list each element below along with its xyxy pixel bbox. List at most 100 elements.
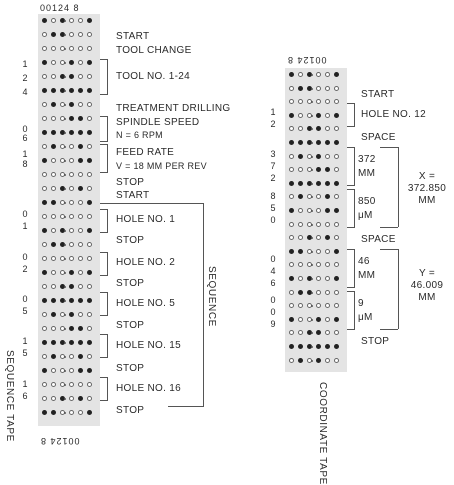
tape-hole [51,116,56,121]
tape-hole [42,172,47,177]
side-digit: 2 [270,119,276,129]
tape-hole [87,312,92,317]
tape-hole [316,112,321,118]
side-digit: 5 [22,306,28,316]
side-digit: 5 [22,348,28,358]
x-group-bracket-bot [380,227,398,228]
sprocket-hole [311,278,313,280]
tape-hole [60,298,65,303]
x-um-value: 850 [358,196,376,207]
tape-hole [42,32,47,37]
label-spindle-value: N = 6 RPM [116,130,163,140]
sprocket-hole [311,359,313,362]
label-start-2: START [116,190,150,201]
tape-hole [69,410,74,415]
tape-hole [87,298,92,303]
tape-hole [298,289,303,295]
sprocket-hole [64,328,66,330]
tape-hole [316,316,321,322]
sprocket-hole [311,264,313,267]
tape-hole [316,344,321,349]
tape-hole [51,368,56,373]
tape-hole [42,382,47,387]
tape-hole [316,276,321,281]
tape-hole [69,298,74,303]
tape-hole [316,289,321,295]
tape-hole [325,289,330,295]
bracket-hole-12 [347,103,355,127]
tape-hole [325,303,330,309]
tape-hole [69,144,74,149]
tape-hole [78,200,83,205]
tape-hole [298,112,303,118]
tape-hole [87,242,92,247]
tape-hole [78,158,83,163]
x-mm-value: 372 [358,154,376,165]
tape-hole [51,396,56,401]
coordinate-tape-label: COORDINATE TAPE [317,382,328,485]
sprocket-hole [64,160,66,162]
tape-hole [78,172,83,177]
tape-hole [69,186,74,191]
sprocket-hole [64,230,66,232]
tape-hole [51,18,56,23]
tape-hole [289,208,294,213]
tape-hole [42,340,47,345]
tape-hole [325,330,330,336]
tape-hole [87,326,92,331]
tape-hole [298,344,303,349]
sprocket-hole [64,412,66,414]
tape-hole [87,186,92,191]
tape-hole [51,172,56,177]
side-digit: 1 [270,107,276,117]
tape-hole [334,180,339,186]
tape-hole [316,248,321,254]
tape-hole [307,330,312,336]
tape-hole [87,46,92,51]
tape-hole [298,180,303,186]
label-start: START [116,31,150,42]
sprocket-hole [64,48,66,50]
label-hole-2: HOLE NO. 2 [116,257,176,268]
tape-hole [69,354,74,359]
x-um-unit: μM [358,210,373,221]
tape-hole [298,153,303,159]
tape-hole [325,344,330,349]
tape-hole [298,316,303,322]
tape-hole [87,74,92,79]
tape-hole [316,85,321,91]
tape-hole [42,256,47,261]
tape-hole [316,126,321,132]
tape-hole [325,126,330,132]
tape-hole [316,262,321,268]
sequence-bracket-bottom [168,406,204,407]
tape-hole [289,221,294,227]
tape-hole [69,284,74,289]
tape-hole [51,186,56,191]
tape-hole [69,396,74,401]
tape-hole [334,194,339,200]
tape-hole [289,316,294,322]
tape-hole [60,396,65,401]
y-um-value: 9 [358,298,364,309]
tape-hole [78,270,83,275]
tape-hole [42,130,47,135]
tape-hole [325,112,330,118]
bracket-feed [100,144,108,173]
label-stop-4: STOP [116,320,145,331]
tape-hole [316,167,321,173]
bracket-tool [100,59,108,95]
tape-hole [325,85,330,91]
tape-hole [325,180,330,186]
tape-hole [325,72,330,77]
tape-hole [78,340,83,345]
tape-hole [87,88,92,93]
tape-hole [51,130,56,135]
tape-hole [78,284,83,289]
tape-hole [69,214,74,219]
tape-hole [51,340,56,345]
tape-hole [42,144,47,149]
label-feed-value: V = 18 MM PER REV [116,161,207,171]
sprocket-hole [311,237,313,240]
